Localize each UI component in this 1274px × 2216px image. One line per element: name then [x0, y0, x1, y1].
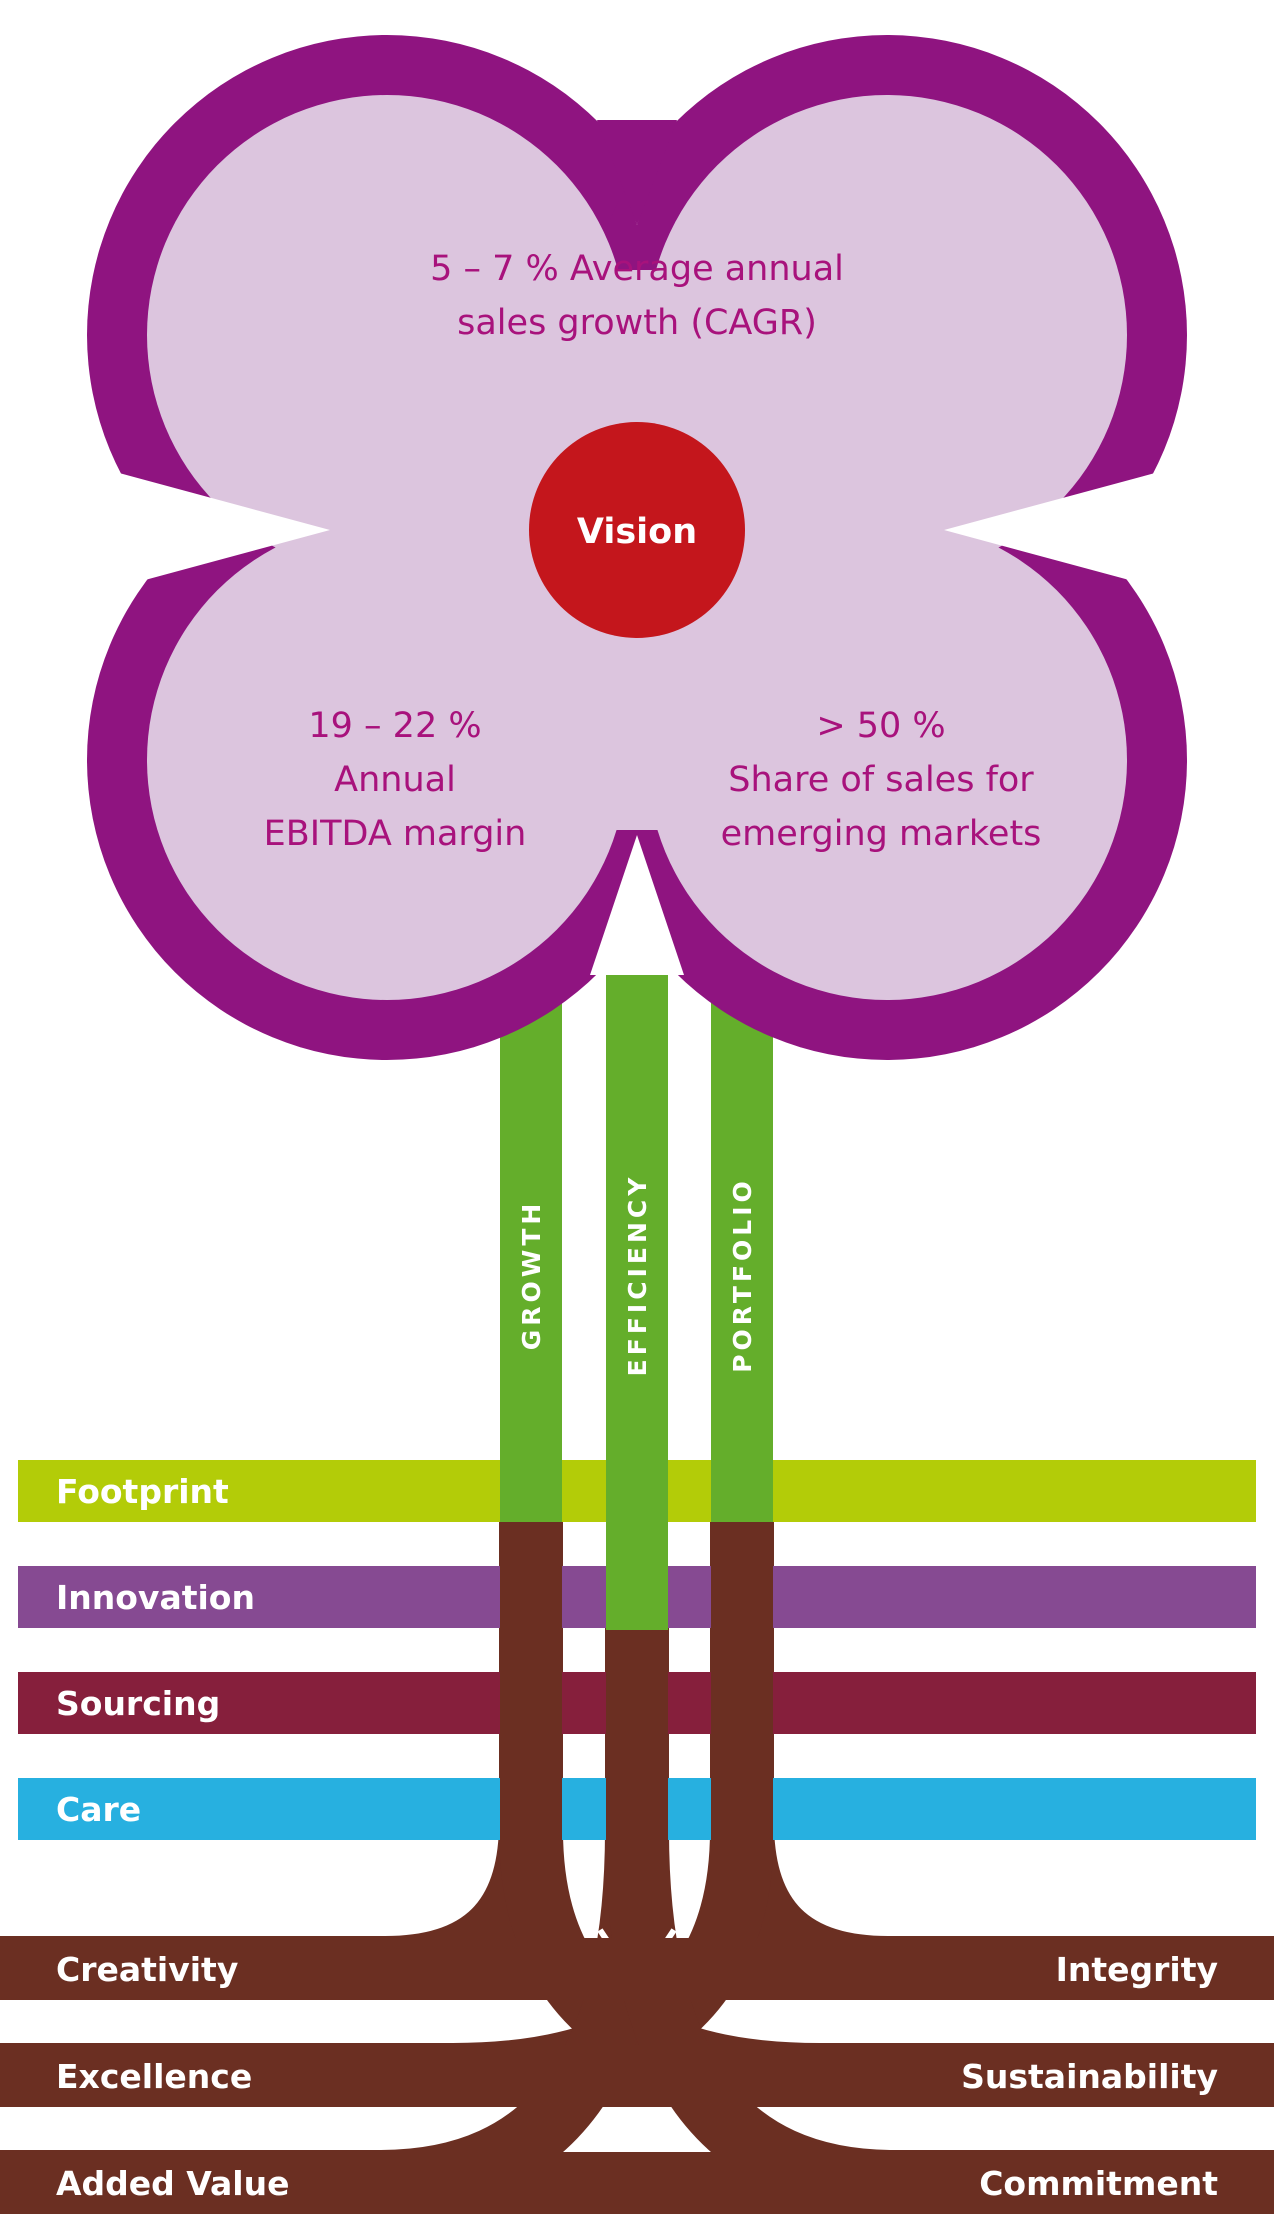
band-label-care: Care: [56, 1790, 141, 1829]
notch-top-inner: [597, 120, 677, 225]
petal-right-line-1: > 50 %: [816, 706, 945, 746]
value-bar-creativity: [18, 1938, 1256, 2000]
flower-fill: [147, 95, 1127, 1000]
notch-bottom: [590, 835, 684, 975]
vision-circle: [529, 422, 745, 638]
flower: [87, 35, 1187, 1060]
value-bar-excellence: [18, 2045, 1256, 2107]
stem-efficiency: [606, 940, 668, 1630]
stem-label-portfolio: PORTFOLIO: [728, 1177, 757, 1373]
stem-label-growth: GROWTH: [517, 1200, 546, 1351]
petal-top-line-2: sales growth (CAGR): [457, 303, 817, 343]
value-bars: [18, 1938, 1256, 2214]
petal-right-text: > 50 % Share of sales for emerging marke…: [721, 706, 1042, 854]
petal-top-text: 5 – 7 % Average annual sales growth (CAG…: [430, 249, 844, 343]
petal-right-line-2: Share of sales for: [728, 760, 1034, 800]
value-label-integrity: Integrity: [1056, 1950, 1218, 1989]
stem-growth: [500, 1000, 562, 1522]
value-bar-added-value: [18, 2152, 1256, 2214]
stem-label-efficiency: EFFICIENCY: [623, 1174, 652, 1377]
value-label-excellence: Excellence: [56, 2057, 252, 2096]
value-label-commitment: Commitment: [979, 2164, 1218, 2203]
petal-left-text: 19 – 22 % Annual EBITDA margin: [264, 706, 527, 854]
notch-right: [944, 470, 1166, 590]
band-label-innovation: Innovation: [56, 1578, 255, 1617]
stem-growth-root: [500, 1522, 562, 1842]
petal-left-line-3: EBITDA margin: [264, 814, 527, 854]
band-label-footprint: Footprint: [56, 1472, 229, 1511]
stem-portfolio: [711, 1000, 773, 1522]
stem-efficiency-root: [606, 1630, 668, 1842]
petal-left-line-1: 19 – 22 %: [308, 706, 481, 746]
value-label-sustainability: Sustainability: [961, 2057, 1218, 2096]
petal-left-line-2: Annual: [334, 760, 456, 800]
vision-label: Vision: [577, 512, 697, 552]
value-label-added-value: Added Value: [56, 2164, 289, 2203]
petal-right-line-3: emerging markets: [721, 814, 1042, 854]
value-label-creativity: Creativity: [56, 1950, 238, 1989]
stem-portfolio-root: [711, 1522, 773, 1842]
petal-top-line-1: 5 – 7 % Average annual: [430, 249, 844, 289]
stems: [500, 940, 773, 1842]
band-label-sourcing: Sourcing: [56, 1684, 220, 1723]
notch-left: [108, 470, 330, 590]
